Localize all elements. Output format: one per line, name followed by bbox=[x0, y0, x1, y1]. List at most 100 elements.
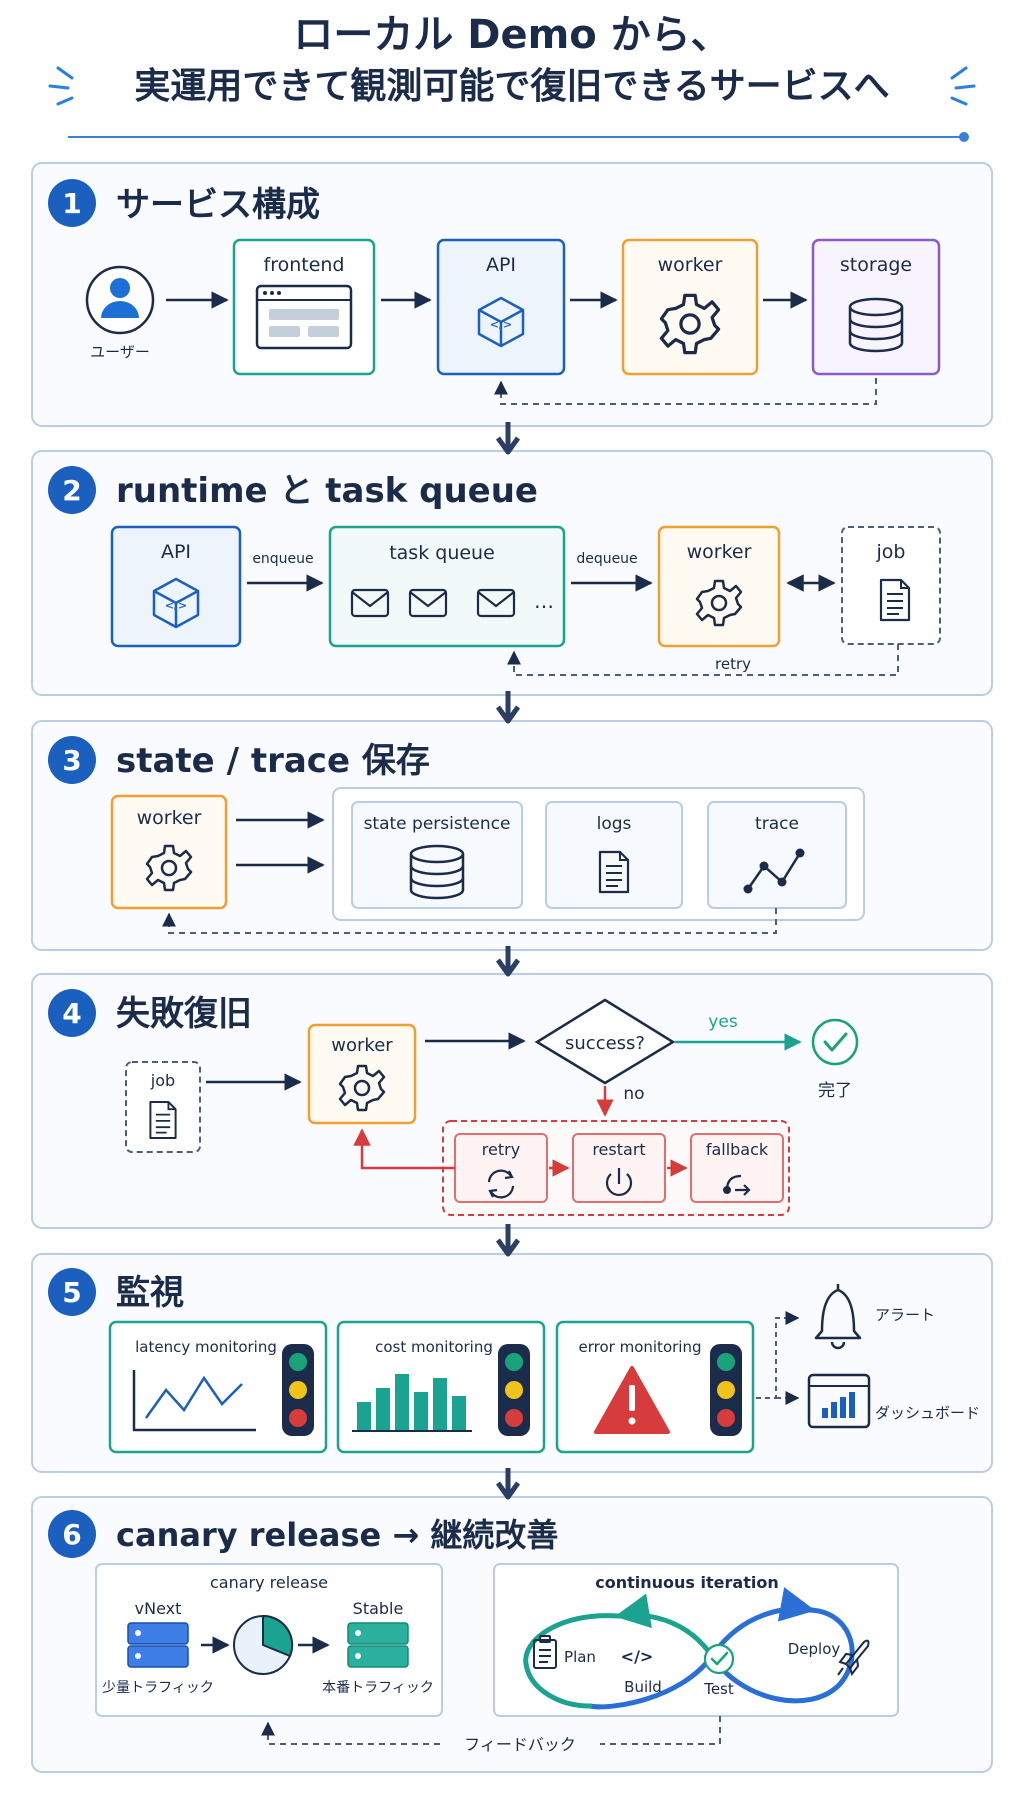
job-label: job bbox=[876, 541, 906, 563]
api-label: API bbox=[486, 254, 516, 276]
section-header-4: 4 失敗復旧 bbox=[48, 989, 252, 1037]
fallback-route-icon bbox=[723, 1174, 751, 1196]
section-number-badge bbox=[48, 1510, 96, 1558]
storage-to-api-feedback bbox=[494, 378, 877, 405]
test-check-icon bbox=[703, 1643, 735, 1675]
bar-chart-icon bbox=[352, 1374, 472, 1432]
section-number-badge bbox=[48, 989, 96, 1037]
frontend-node: frontend bbox=[232, 238, 376, 376]
section-header-1: 1 サービス構成 bbox=[48, 179, 320, 227]
test-label: Test bbox=[703, 1680, 734, 1698]
small-traffic-label: 少量トラフィック bbox=[102, 1680, 214, 1696]
section-number-badge bbox=[48, 736, 96, 784]
job-label: job bbox=[150, 1071, 175, 1090]
infinity-loop-icon bbox=[523, 1587, 855, 1710]
task-queue-node: task queue … bbox=[328, 525, 566, 648]
section-header-3: 3 state / trace 保存 bbox=[48, 736, 430, 784]
title-sparkle-right bbox=[950, 66, 976, 106]
latency-card: latency monitoring bbox=[108, 1320, 328, 1454]
traffic-split-pie-icon bbox=[233, 1614, 294, 1675]
trace-label: trace bbox=[755, 814, 799, 834]
s2-job-node: job bbox=[841, 526, 941, 645]
done-node: 完了 bbox=[811, 1018, 859, 1101]
refresh-icon bbox=[487, 1169, 515, 1199]
plan-label: Plan bbox=[564, 1648, 596, 1666]
worker-label: worker bbox=[687, 541, 752, 563]
line-chart-icon bbox=[132, 1370, 256, 1432]
title-sparkle-left bbox=[48, 66, 74, 106]
section-number: 4 bbox=[62, 997, 81, 1030]
section-title: state / trace 保存 bbox=[116, 741, 430, 781]
yes-label: yes bbox=[708, 1012, 738, 1032]
section-title: 監視 bbox=[116, 1273, 184, 1313]
section-header-5: 5 監視 bbox=[48, 1268, 184, 1316]
dashboard-label: ダッシュボード bbox=[875, 1404, 980, 1422]
storage-node: storage bbox=[811, 238, 941, 376]
section-title: canary release → 継続改善 bbox=[116, 1516, 558, 1554]
cost-card: cost monitoring bbox=[336, 1320, 546, 1454]
traffic-light-icon bbox=[498, 1344, 530, 1436]
stable-server-icon bbox=[347, 1622, 409, 1668]
stable-label: Stable bbox=[353, 1599, 404, 1618]
canary-release-panel: canary release vNext 少量トラフィック Stable 本番ト… bbox=[95, 1563, 443, 1717]
section-number: 3 bbox=[62, 744, 81, 777]
user-label: ユーザー bbox=[90, 343, 150, 361]
traffic-light-icon bbox=[282, 1344, 314, 1436]
arrow-to-alert bbox=[756, 1311, 800, 1399]
vnext-server-icon bbox=[127, 1622, 189, 1668]
section-number: 2 bbox=[62, 474, 81, 507]
vnext-label: vNext bbox=[135, 1599, 182, 1618]
retry-label: retry bbox=[715, 655, 751, 673]
logs-label: logs bbox=[597, 814, 632, 834]
queue-label: task queue bbox=[389, 542, 495, 564]
s4-worker-node: worker bbox=[307, 1023, 417, 1125]
enqueue-label: enqueue bbox=[252, 551, 313, 567]
section-title: サービス構成 bbox=[116, 185, 320, 225]
retry-label: retry bbox=[482, 1140, 520, 1159]
feedback-label: フィードバック bbox=[464, 1735, 576, 1754]
section-number: 1 bbox=[62, 187, 81, 220]
logs-node: logs bbox=[545, 801, 683, 909]
state-persistence-node: state persistence bbox=[351, 801, 523, 909]
checkmark-icon bbox=[823, 1032, 848, 1052]
section-title: runtime と task queue bbox=[116, 471, 538, 511]
storage-label: storage bbox=[840, 254, 912, 276]
fallback-step: fallback bbox=[690, 1133, 784, 1203]
canary-title: canary release bbox=[210, 1573, 328, 1592]
trace-graph-icon bbox=[743, 848, 805, 894]
worker-label: worker bbox=[137, 807, 202, 829]
s4-job-node: job bbox=[125, 1061, 201, 1153]
browser-window-icon bbox=[255, 284, 353, 350]
power-icon bbox=[605, 1168, 633, 1196]
fallback-label: fallback bbox=[706, 1140, 769, 1159]
api-label: API bbox=[161, 541, 191, 563]
dequeue-label: dequeue bbox=[576, 551, 637, 567]
continuous-iteration-panel: continuous iteration Plan </> Build Test… bbox=[493, 1563, 899, 1717]
alert-label: アラート bbox=[875, 1306, 935, 1324]
retry-step: retry bbox=[454, 1133, 548, 1203]
traffic-light-icon bbox=[710, 1344, 742, 1436]
cost-label: cost monitoring bbox=[375, 1338, 493, 1356]
bell-icon bbox=[814, 1284, 862, 1350]
s2-api-node: API bbox=[110, 525, 242, 648]
deploy-label: Deploy bbox=[788, 1640, 841, 1658]
error-card: error monitoring bbox=[555, 1320, 755, 1454]
clipboard-icon bbox=[533, 1635, 557, 1669]
state-persistence-label: state persistence bbox=[364, 814, 511, 834]
queue-ellipsis: … bbox=[534, 589, 554, 613]
done-label: 完了 bbox=[818, 1081, 852, 1101]
s3-worker-node: worker bbox=[110, 794, 228, 910]
decision-label: success? bbox=[565, 1033, 645, 1054]
flow-arrows bbox=[495, 422, 521, 1500]
section-number-badge bbox=[48, 466, 96, 514]
latency-label: latency monitoring bbox=[135, 1338, 277, 1356]
title-line1: ローカル Demo から、 bbox=[293, 12, 730, 58]
iteration-title: continuous iteration bbox=[595, 1573, 778, 1592]
build-label: Build bbox=[624, 1678, 662, 1696]
restart-label: restart bbox=[592, 1140, 645, 1159]
warning-icon bbox=[594, 1366, 670, 1434]
section-number-badge bbox=[48, 1268, 96, 1316]
user-icon bbox=[110, 278, 130, 298]
